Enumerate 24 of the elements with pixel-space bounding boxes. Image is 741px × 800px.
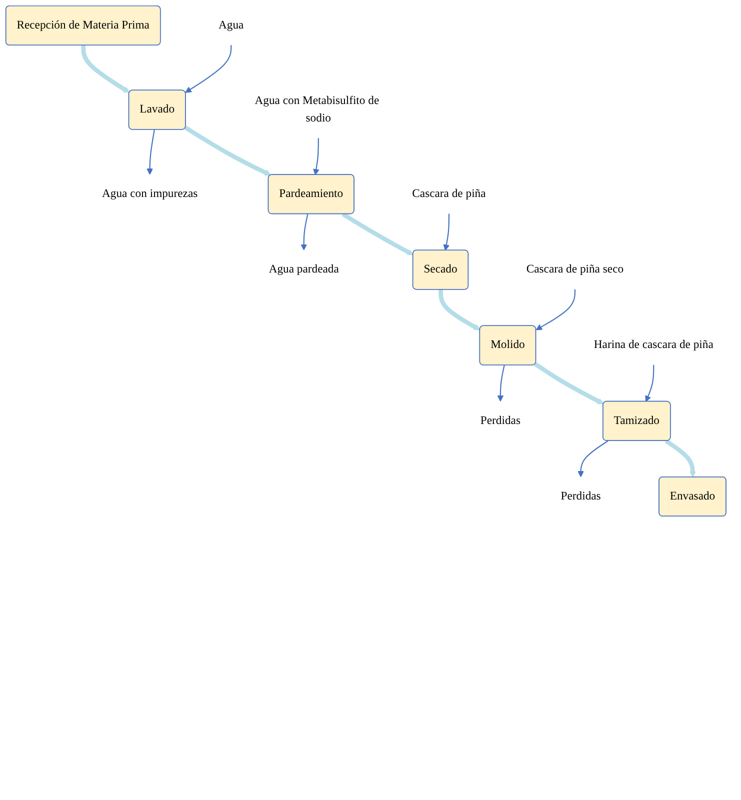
- arrow: [184, 126, 272, 176]
- arrow: [81, 45, 130, 93]
- node-text: Cascara de piña: [412, 188, 486, 200]
- arrow: [645, 364, 654, 402]
- node-text: Agua: [218, 18, 244, 32]
- node-text: Agua con Metabisulfito de sodio: [254, 94, 380, 124]
- node-text: Perdidas: [560, 490, 601, 502]
- arrow: [146, 130, 155, 175]
- arrow: [438, 290, 480, 330]
- arrow: [342, 212, 414, 256]
- node-text: Cascara de piña seco: [526, 263, 624, 276]
- arrow: [578, 440, 608, 478]
- arrow: [185, 45, 232, 93]
- arrow: [443, 214, 450, 251]
- arrow: [313, 138, 320, 176]
- arrow: [300, 214, 308, 250]
- arrow: [536, 289, 576, 330]
- arrow: [534, 362, 604, 404]
- arrow: [497, 365, 505, 402]
- node-text: Agua con impurezas: [102, 188, 198, 200]
- node-text: Agua pardeada: [268, 263, 339, 276]
- arrow: [664, 439, 696, 478]
- node-text: Perdidas: [480, 414, 520, 427]
- node-text: Harina de cascara de piña: [594, 338, 714, 352]
